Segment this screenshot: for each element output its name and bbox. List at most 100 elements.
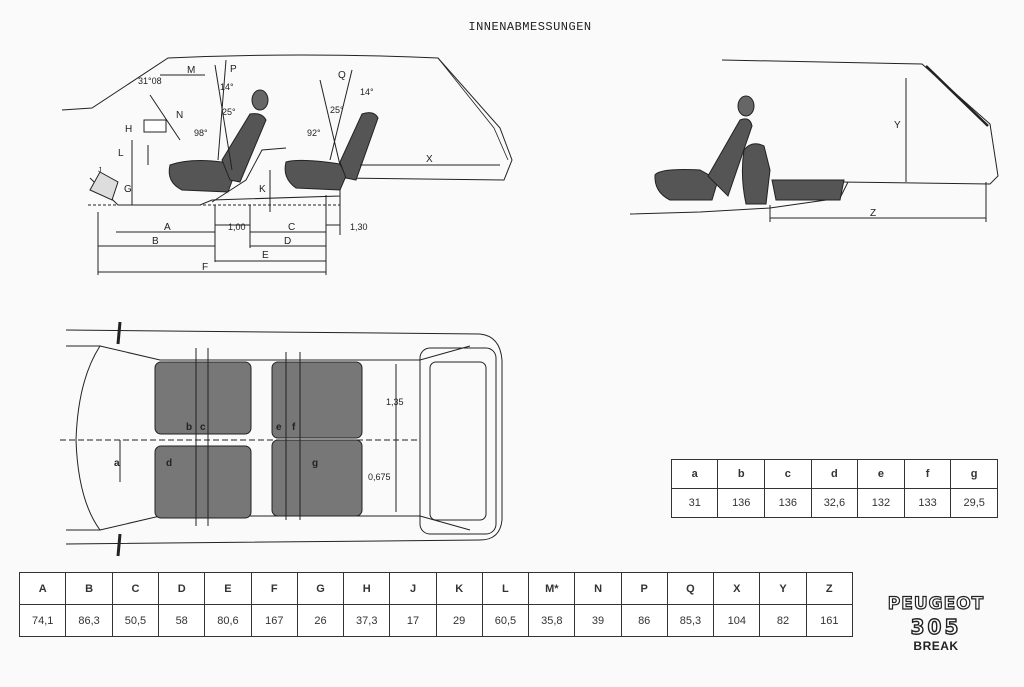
big-header-Q: Q	[666, 572, 715, 605]
load-view	[629, 59, 999, 222]
small-header-b: b	[717, 459, 766, 489]
big-value-G: 26	[296, 604, 345, 637]
small-value-f: 133	[903, 488, 952, 518]
label-c: c	[200, 422, 206, 433]
big-header-Y: Y	[759, 572, 807, 605]
side-view	[61, 54, 513, 275]
angle-14-rear: 14°	[360, 87, 374, 97]
big-header-K: K	[435, 572, 483, 605]
label-Y: Y	[894, 120, 901, 131]
label-f: f	[292, 422, 296, 433]
big-value-Q: 85,3	[666, 604, 715, 637]
angle-31-08: 31°08	[138, 76, 162, 86]
label-G: G	[124, 184, 132, 195]
big-value-X: 104	[713, 604, 761, 637]
big-header-A: A	[18, 572, 67, 605]
label-P: P	[230, 64, 237, 75]
big-header-L: L	[481, 572, 530, 605]
dim-1-35: 1,35	[386, 397, 404, 407]
big-header-F: F	[250, 572, 298, 605]
big-header-P: P	[620, 572, 668, 605]
label-d: d	[166, 458, 172, 469]
big-value-P: 86	[620, 604, 668, 637]
big-value-H: 37,3	[343, 604, 391, 637]
big-header-M: M*	[528, 572, 576, 605]
label-J: J	[98, 167, 102, 174]
label-B: B	[152, 236, 159, 247]
angle-92: 92°	[307, 128, 321, 138]
small-header-d: d	[810, 459, 859, 489]
label-A: A	[164, 222, 171, 233]
big-header-C: C	[111, 572, 160, 605]
small-header-a: a	[670, 459, 719, 489]
angle-98: 98°	[194, 128, 208, 138]
label-Q: Q	[338, 70, 346, 81]
small-value-e: 132	[857, 488, 905, 518]
label-b: b	[186, 422, 192, 433]
angle-14-front: 14°	[220, 82, 234, 92]
small-value-g: 29,5	[950, 488, 998, 518]
small-table-header-row: a b c d e f g	[670, 459, 998, 489]
label-M: M	[187, 65, 195, 76]
big-value-Y: 82	[759, 604, 807, 637]
label-e: e	[276, 422, 282, 433]
angle-25-front: 25°	[222, 107, 236, 117]
big-header-D: D	[158, 572, 206, 605]
load-view-labels: Y Z	[870, 120, 901, 219]
logo-variant: BREAK	[913, 639, 959, 653]
logo-model: 305	[910, 614, 962, 639]
small-header-g: g	[950, 459, 998, 489]
big-value-D: 58	[158, 604, 206, 637]
small-value-b: 136	[717, 488, 766, 518]
dim-0-675: 0,675	[368, 472, 391, 482]
big-value-A: 74,1	[18, 604, 67, 637]
label-N: N	[176, 110, 183, 121]
big-table-header-row: A B C D E F G H J K L M* N P Q X Y Z	[18, 572, 854, 605]
big-header-J: J	[389, 572, 437, 605]
side-view-labels: M P Q N H L J G K X A B C D E F 1,00 1,3…	[98, 64, 433, 273]
big-value-M: 35,8	[528, 604, 576, 637]
big-header-N: N	[574, 572, 622, 605]
small-value-c: 136	[764, 488, 812, 518]
big-header-H: H	[343, 572, 391, 605]
small-header-e: e	[857, 459, 905, 489]
small-dimensions-table: a b c d e f g 31 136 136 32,6 132 133 29…	[670, 459, 998, 518]
label-a: a	[114, 458, 120, 469]
label-H: H	[125, 124, 132, 135]
big-header-B: B	[65, 572, 113, 605]
small-header-c: c	[764, 459, 812, 489]
big-value-J: 17	[389, 604, 437, 637]
top-view	[60, 321, 503, 557]
main-dimensions-table: A B C D E F G H J K L M* N P Q X Y Z 74,…	[18, 572, 854, 637]
label-C: C	[288, 222, 295, 233]
label-E: E	[262, 250, 269, 261]
big-header-Z: Z	[805, 572, 854, 605]
big-value-N: 39	[574, 604, 622, 637]
small-table-value-row: 31 136 136 32,6 132 133 29,5	[670, 488, 998, 518]
big-value-Z: 161	[805, 604, 854, 637]
label-F: F	[202, 262, 208, 273]
dim-1-00: 1,00	[228, 222, 246, 232]
label-X: X	[426, 154, 433, 165]
peugeot-logo: PEUGEOT 305 BREAK	[872, 593, 1000, 653]
label-D: D	[284, 236, 291, 247]
label-Z: Z	[870, 208, 876, 219]
big-value-E: 80,6	[204, 604, 252, 637]
label-L: L	[118, 148, 124, 159]
label-g: g	[312, 458, 318, 469]
dim-1-30: 1,30	[350, 222, 368, 232]
top-view-labels: a b c d e f g 1,35 0,675	[114, 397, 404, 482]
small-value-a: 31	[670, 488, 719, 518]
small-header-f: f	[903, 459, 952, 489]
big-value-C: 50,5	[111, 604, 160, 637]
big-value-F: 167	[250, 604, 298, 637]
big-value-K: 29	[435, 604, 483, 637]
logo-brand: PEUGEOT	[887, 593, 985, 614]
label-K: K	[259, 184, 266, 195]
page-title: INNENABMESSUNGEN	[468, 20, 592, 34]
big-table-value-row: 74,1 86,3 50,5 58 80,6 167 26 37,3 17 29…	[18, 604, 854, 637]
angle-25-rear: 25°	[330, 105, 344, 115]
big-header-X: X	[713, 572, 761, 605]
